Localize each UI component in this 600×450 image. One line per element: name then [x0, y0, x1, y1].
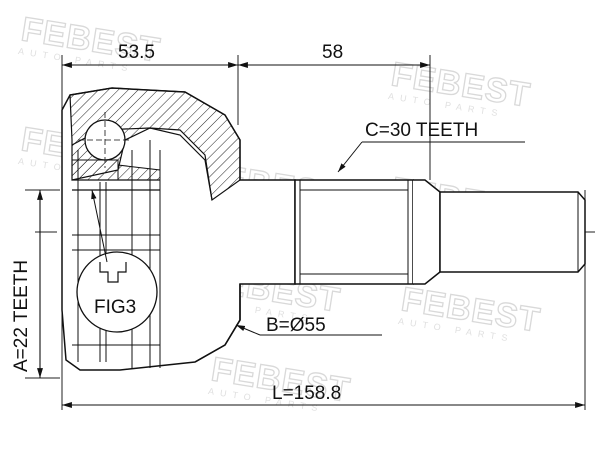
outer-length-label: 53.5 [118, 42, 155, 63]
fig3-callout [76, 189, 158, 333]
diameter-label: B=Ø55 [266, 315, 326, 336]
spline-inner-label: A=22 TEETH [11, 260, 32, 372]
output-shaft [294, 179, 586, 285]
shaft-length-label: 58 [322, 42, 343, 63]
fig3-label: FIG3 [94, 297, 136, 318]
diameter-leader-line [235, 324, 261, 336]
spline-leader-line [337, 141, 363, 173]
outer-bell-housing [61, 87, 296, 371]
spline-outer-label: C=30 TEETH [365, 120, 478, 141]
dimension-lines [37, 62, 585, 408]
total-length-label: L=158.8 [272, 383, 341, 404]
